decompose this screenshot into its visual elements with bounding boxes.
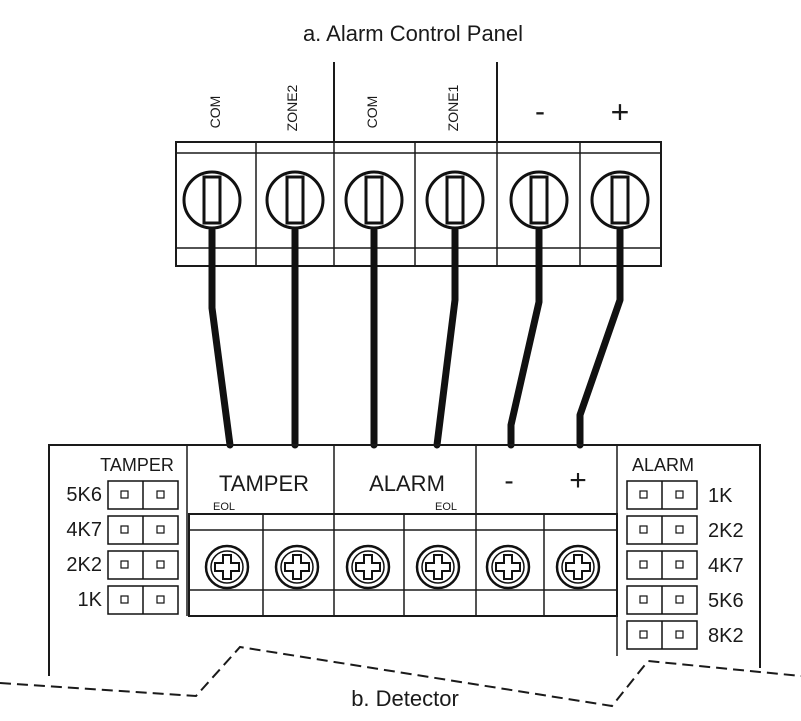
detector-screw-minus: [485, 544, 531, 590]
alarm-jumper-5k6[interactable]: 5K6: [626, 585, 744, 615]
terminal-group-plus-label: +: [569, 464, 587, 497]
tamper-jumper-2k2[interactable]: 2K2: [66, 550, 179, 580]
detector-screw-tamper-1: [204, 544, 250, 590]
panel-label-zone2: ZONE2: [284, 84, 300, 131]
terminal-group-alarm-eol: EOL: [435, 501, 457, 513]
tamper-jumper-5k6[interactable]: 5K6: [66, 480, 179, 510]
detector-break-line: [0, 645, 801, 708]
panel-label-plus: +: [611, 94, 630, 130]
alarm-jumper-2k2[interactable]: 2K2: [626, 515, 744, 545]
panel-terminal-block: [175, 141, 662, 267]
detector-screw-alarm-2: [415, 544, 461, 590]
terminal-group-tamper-label: TAMPER: [219, 471, 309, 496]
alarm-jumper-2k2-label: 2K2: [708, 520, 744, 542]
alarm-jumper-4k7-label: 4K7: [708, 555, 744, 577]
panel-title: a. Alarm Control Panel: [303, 21, 523, 46]
wire-zone1-to-alarm: [433, 226, 459, 449]
detector-title: b. Detector: [351, 686, 459, 711]
alarm-jumper-title: ALARM: [632, 455, 694, 475]
panel-screw-zone1: [425, 170, 485, 230]
wire-minus: [507, 226, 543, 449]
panel-label-com-2: COM: [364, 96, 380, 129]
detector-screw-tamper-2: [274, 544, 320, 590]
alarm-jumper-4k7[interactable]: 4K7: [626, 550, 744, 580]
panel-label-zone1: ZONE1: [445, 84, 461, 131]
tamper-jumper-4k7-label: 4K7: [66, 519, 102, 541]
tamper-jumper-2k2-label: 2K2: [66, 554, 102, 576]
tamper-jumper-1k[interactable]: 1K: [78, 585, 179, 615]
panel-screw-plus: [590, 170, 650, 230]
detector-screw-plus: [555, 544, 601, 590]
tamper-jumper-1k-label: 1K: [78, 589, 103, 611]
detector-terminal-block: [188, 513, 618, 617]
tamper-jumper-4k7[interactable]: 4K7: [66, 515, 179, 545]
tamper-jumper-5k6-label: 5K6: [66, 484, 102, 506]
terminal-group-tamper-eol: EOL: [213, 501, 235, 513]
detector-screw-alarm-1: [345, 544, 391, 590]
wire-plus: [576, 226, 624, 449]
alarm-jumper-1k[interactable]: 1K: [626, 480, 733, 510]
alarm-jumper-5k6-label: 5K6: [708, 590, 744, 612]
alarm-jumper-8k2[interactable]: 8K2: [626, 620, 744, 650]
panel-screw-com-1: [182, 170, 242, 230]
tamper-jumper-title: TAMPER: [100, 455, 174, 475]
terminal-group-alarm-label: ALARM: [369, 471, 445, 496]
panel-screw-minus: [509, 170, 569, 230]
panel-screw-zone2: [265, 170, 325, 230]
terminal-group-minus-label: -: [504, 465, 513, 496]
panel-screw-com-2: [344, 170, 404, 230]
wire-com-to-tamper: [208, 226, 234, 449]
alarm-jumper-8k2-label: 8K2: [708, 625, 744, 647]
alarm-jumper-1k-label: 1K: [708, 485, 733, 507]
panel-label-com-1: COM: [207, 96, 223, 129]
panel-label-minus: -: [535, 95, 545, 128]
